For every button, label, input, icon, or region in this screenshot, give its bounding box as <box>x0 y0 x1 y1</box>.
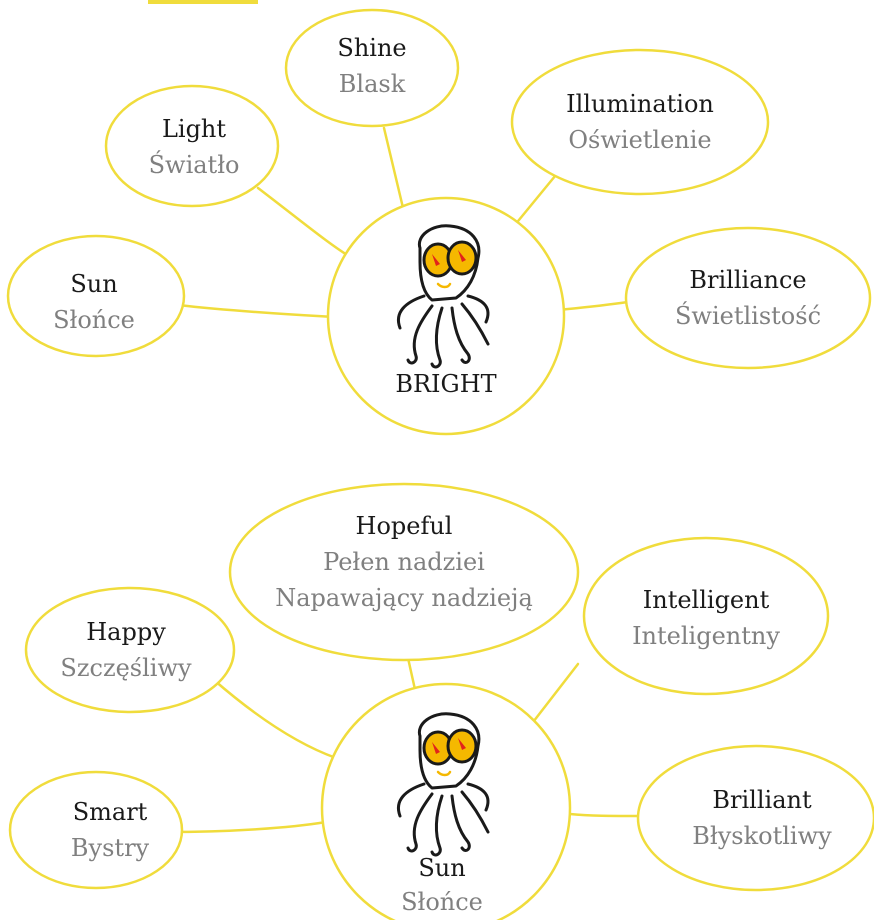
term-en: Intelligent <box>643 586 770 614</box>
map2-center-node: Sun Słońce <box>320 682 572 920</box>
map2-node-smart: Smart Bystry <box>8 770 184 890</box>
bubble <box>104 84 280 208</box>
bubble <box>510 48 770 196</box>
term-en: Shine <box>337 34 406 62</box>
map2-center-circle <box>320 682 572 920</box>
octopus-icon <box>397 224 490 369</box>
bubble <box>636 744 874 892</box>
bubble <box>8 770 184 890</box>
term-pl: Błyskotliwy <box>692 822 832 850</box>
term-pl: Inteligentny <box>632 622 780 650</box>
term-pl: Oświetlenie <box>568 126 711 154</box>
link-shine <box>382 126 406 214</box>
term-en: Sun <box>70 270 117 298</box>
bubble <box>624 226 872 370</box>
map1-node-sun: Sun Słońce <box>6 234 186 358</box>
map1-center-circle <box>326 196 566 436</box>
map1-center-label: BRIGHT <box>395 370 496 398</box>
map1-center-node: BRIGHT <box>326 196 566 436</box>
link-illumination <box>512 168 562 228</box>
term-pl: Świetlistość <box>675 301 821 330</box>
term-en: Happy <box>86 618 166 646</box>
term-en: Illumination <box>566 90 714 118</box>
map2-node-happy: Happy Szczęśliwy <box>24 586 236 714</box>
map1-node-illumination: Illumination Oświetlenie <box>510 48 770 196</box>
term-pl: Światło <box>149 150 240 179</box>
map1-node-brilliance: Brilliance Świetlistość <box>624 226 872 370</box>
link-brilliant <box>568 812 642 818</box>
term-en: Brilliant <box>712 786 812 814</box>
map1-node-shine: Shine Blask <box>284 8 460 128</box>
link-light <box>256 186 354 260</box>
term-pl: Bystry <box>71 834 150 862</box>
term-pl: Pełen nadziei <box>323 548 485 576</box>
term-pl: Szczęśliwy <box>60 654 192 682</box>
map2-node-hopeful: Hopeful Pełen nadziei Napawający nadziej… <box>228 482 580 662</box>
term-pl: Blask <box>339 70 406 98</box>
link-smart <box>164 820 328 834</box>
bubble <box>228 482 580 662</box>
map2-center-sublabel: Słońce <box>401 888 483 916</box>
map2-node-brilliant: Brilliant Błyskotliwy <box>636 744 874 892</box>
link-sun <box>176 303 336 319</box>
term-pl-alt: Napawający nadzieją <box>275 584 533 612</box>
bubble <box>284 8 460 128</box>
link-brilliance <box>556 300 630 312</box>
octopus-icon <box>397 712 490 857</box>
link-happy <box>212 678 338 760</box>
bubble <box>6 234 186 358</box>
term-pl: Słońce <box>53 306 135 334</box>
map2-center-label: Sun <box>418 854 465 882</box>
map1-node-light: Light Światło <box>104 84 280 208</box>
link-intelligent <box>528 662 580 728</box>
term-en: Hopeful <box>356 512 453 540</box>
term-en: Light <box>162 115 226 143</box>
map2-node-intelligent: Intelligent Inteligentny <box>582 536 830 696</box>
term-en: Brilliance <box>689 266 806 294</box>
term-en: Smart <box>73 798 148 826</box>
bubble <box>582 536 830 696</box>
top-accent-bar <box>148 0 258 4</box>
bubble <box>24 586 236 714</box>
